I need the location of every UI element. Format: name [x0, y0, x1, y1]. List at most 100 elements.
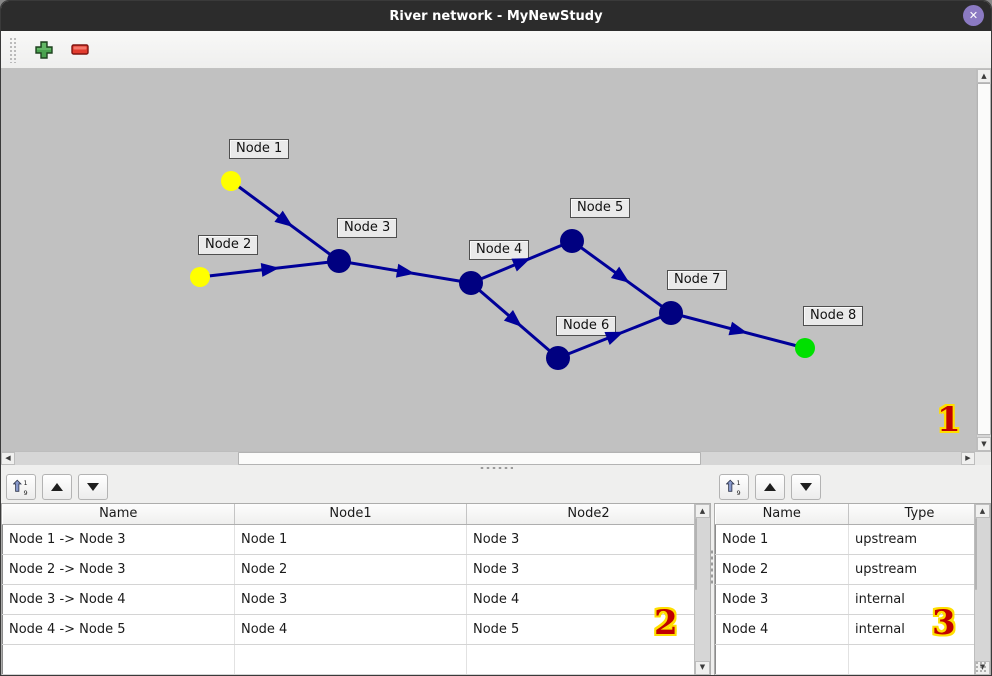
- table-cell[interactable]: Node 1: [715, 524, 849, 555]
- network-node[interactable]: [221, 171, 241, 191]
- table-cell[interactable]: Node 4 -> Node 5: [2, 614, 235, 645]
- nodes-scrollbar-thumb[interactable]: [975, 518, 977, 590]
- table-cell[interactable]: Node 5: [466, 614, 710, 645]
- canvas-vertical-scrollbar[interactable]: ▲ ▼: [976, 69, 991, 451]
- network-canvas[interactable]: Node 1 Node 2 Node 3 Node 4 Node 5 Node 6 Node…: [1, 69, 976, 451]
- node-label[interactable]: Node 3: [337, 218, 398, 238]
- nodes-table-scrollbar[interactable]: ▲ ▼: [974, 504, 990, 675]
- table-cell[interactable]: Node 1: [234, 524, 467, 555]
- edge-arrow-icon: [511, 258, 531, 272]
- main-toolbar: [1, 31, 991, 69]
- vertical-splitter[interactable]: [710, 471, 714, 675]
- links-scrollbar-thumb[interactable]: [695, 518, 697, 590]
- table-cell[interactable]: internal: [848, 614, 990, 645]
- svg-text:1: 1: [737, 479, 741, 487]
- scroll-up-icon[interactable]: ▲: [975, 504, 990, 518]
- node-label[interactable]: Node 5: [570, 198, 631, 218]
- scroll-right-icon[interactable]: ▶: [961, 452, 975, 465]
- edge-arrow-icon: [260, 262, 280, 277]
- sort-button[interactable]: 1 9: [6, 474, 36, 500]
- table-cell[interactable]: Node 3: [466, 554, 710, 585]
- table-cell[interactable]: internal: [848, 584, 990, 615]
- table-cell[interactable]: [466, 644, 710, 675]
- table-cell[interactable]: [2, 644, 235, 675]
- scroll-down-icon[interactable]: ▼: [977, 437, 991, 451]
- green-plus-icon: [35, 40, 53, 59]
- table-cell[interactable]: [234, 644, 467, 675]
- table-cell[interactable]: Node 2: [715, 554, 849, 585]
- node-label[interactable]: Node 7: [667, 270, 728, 290]
- links-toolbar: 1 9: [1, 471, 711, 503]
- resize-grip-icon[interactable]: [975, 660, 987, 673]
- move-down-button[interactable]: [791, 474, 821, 500]
- move-up-button[interactable]: [755, 474, 785, 500]
- table-cell[interactable]: Node 2: [234, 554, 467, 585]
- table-cell[interactable]: upstream: [848, 554, 990, 585]
- table-cell[interactable]: Node 3: [234, 584, 467, 615]
- window-title: River network - MyNewStudy: [389, 8, 603, 24]
- table-cell[interactable]: Node 3: [466, 524, 710, 555]
- column-header[interactable]: Name: [2, 504, 235, 525]
- node-label[interactable]: Node 2: [198, 235, 259, 255]
- toolbar-drag-handle[interactable]: [9, 36, 16, 63]
- sort-button[interactable]: 1 9: [719, 474, 749, 500]
- network-node[interactable]: [327, 249, 351, 273]
- horizontal-scrollbar-thumb[interactable]: [238, 452, 701, 465]
- network-node[interactable]: [659, 301, 683, 325]
- move-up-button[interactable]: [42, 474, 72, 500]
- table-cell[interactable]: Node 3 -> Node 4: [2, 584, 235, 615]
- column-header[interactable]: Node2: [466, 504, 710, 525]
- node-label[interactable]: Node 4: [469, 240, 530, 260]
- scroll-down-icon[interactable]: ▼: [695, 660, 710, 675]
- node-label[interactable]: Node 6: [556, 316, 617, 336]
- network-node[interactable]: [190, 267, 210, 287]
- horizontal-splitter[interactable]: [1, 465, 991, 471]
- table-cell[interactable]: [715, 644, 849, 675]
- table-cell[interactable]: Node 4: [715, 614, 849, 645]
- scroll-up-icon[interactable]: ▲: [695, 504, 710, 518]
- vertical-scrollbar-thumb[interactable]: [977, 83, 991, 435]
- column-header[interactable]: Node1: [234, 504, 467, 525]
- close-button[interactable]: ✕: [963, 5, 984, 26]
- canvas-horizontal-scrollbar[interactable]: ◀ ▶: [1, 451, 991, 465]
- nodes-table-row[interactable]: [715, 644, 990, 675]
- table-cell[interactable]: upstream: [848, 524, 990, 555]
- node-label[interactable]: Node 1: [229, 139, 290, 159]
- table-cell[interactable]: Node 1 -> Node 3: [2, 524, 235, 555]
- add-button[interactable]: [34, 40, 54, 60]
- table-cell[interactable]: Node 4: [466, 584, 710, 615]
- scroll-left-icon[interactable]: ◀: [1, 452, 15, 465]
- scroll-up-icon[interactable]: ▲: [977, 69, 991, 83]
- table-cell[interactable]: [848, 644, 990, 675]
- table-cell[interactable]: Node 4: [234, 614, 467, 645]
- network-node[interactable]: [546, 346, 570, 370]
- table-cell[interactable]: Node 2 -> Node 3: [2, 554, 235, 585]
- move-up-icon: [51, 483, 63, 491]
- column-header[interactable]: Name: [715, 504, 849, 525]
- scrollbar-corner: [975, 452, 991, 465]
- move-down-icon: [800, 483, 812, 491]
- links-table-scrollbar[interactable]: ▲ ▼: [694, 504, 710, 675]
- network-node[interactable]: [795, 338, 815, 358]
- move-down-button[interactable]: [78, 474, 108, 500]
- node-label[interactable]: Node 8: [803, 306, 864, 326]
- splitter-handle-icon: [710, 549, 714, 585]
- network-node[interactable]: [459, 271, 483, 295]
- links-table-row[interactable]: [2, 644, 710, 675]
- table-cell[interactable]: Node 3: [715, 584, 849, 615]
- column-header[interactable]: Type: [848, 504, 990, 525]
- remove-button[interactable]: [70, 40, 90, 60]
- network-node[interactable]: [560, 229, 584, 253]
- edge-arrow-icon: [395, 263, 415, 278]
